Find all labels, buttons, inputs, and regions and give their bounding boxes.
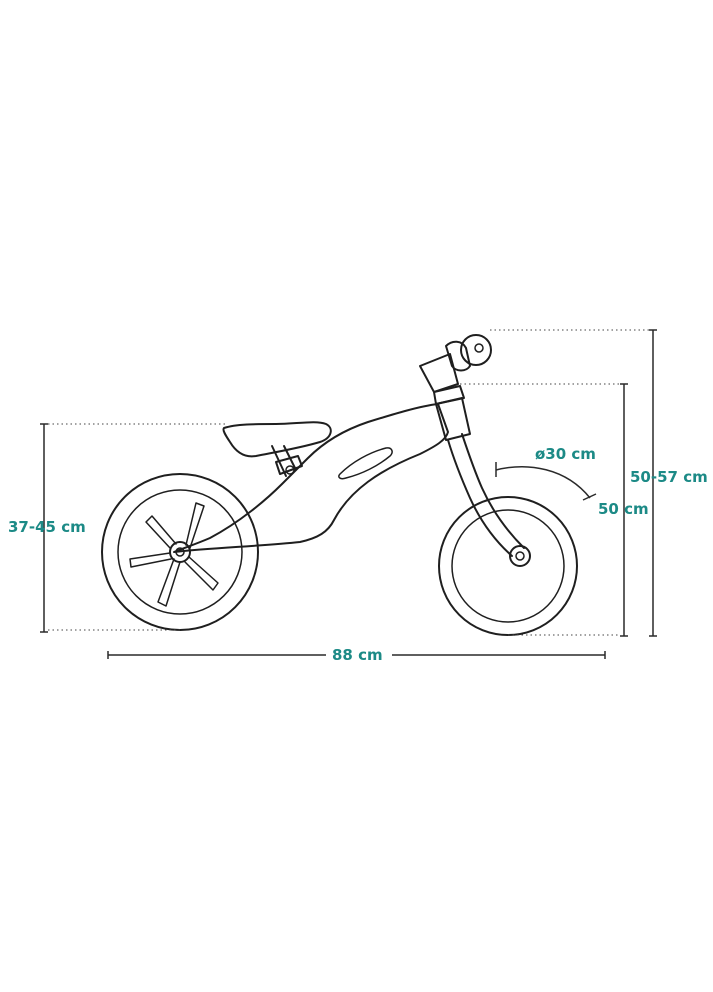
dimension-lines xyxy=(40,329,657,659)
length-label: 88 cm xyxy=(332,646,383,664)
handlebar-grip-cap xyxy=(474,343,484,353)
wheel-diameter-label: ø30 cm xyxy=(535,445,596,463)
headset xyxy=(433,385,465,405)
seat-height-label: 37-45 cm xyxy=(8,518,86,536)
saddle xyxy=(222,421,332,458)
seat-clamp-bolt xyxy=(285,465,295,475)
seat-height-dimension xyxy=(40,423,226,633)
rear-wheel-spokes xyxy=(129,502,219,607)
dimension-labels: 37-45 cm 50-57 cm 50 cm ø30 cm 88 cm xyxy=(8,445,708,664)
length-dimension xyxy=(107,651,606,659)
balance-bike-illustration xyxy=(101,334,578,636)
front-wheel xyxy=(438,496,578,636)
frame-height-label: 50 cm xyxy=(598,500,649,518)
frame-cutout xyxy=(338,447,393,480)
head-tube xyxy=(435,397,471,441)
handlebar-height-dimension xyxy=(490,329,657,637)
frame-height-dimension xyxy=(460,383,628,637)
seat-clamp xyxy=(275,455,303,475)
handlebar-height-label: 50-57 cm xyxy=(630,468,708,486)
handlebar-grip xyxy=(460,334,492,366)
front-fork xyxy=(447,433,525,557)
stem xyxy=(419,353,459,393)
bike-frame xyxy=(173,403,449,553)
wheel-diameter-dimension xyxy=(495,462,597,501)
handlebar-clamp xyxy=(445,340,471,372)
